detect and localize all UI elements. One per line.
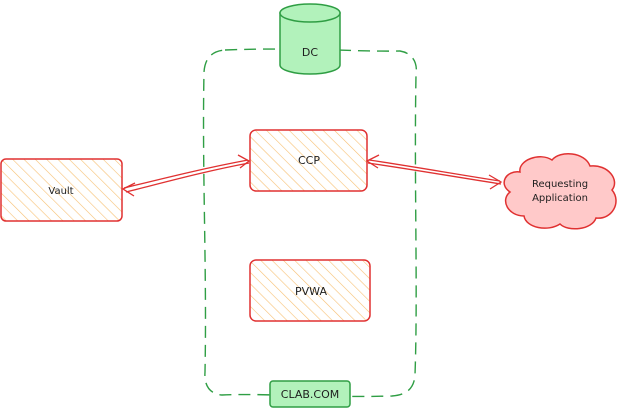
requesting-application-label-line2: Application (532, 193, 588, 204)
dc-database[interactable]: DC (279, 3, 341, 75)
dc-label: DC (302, 46, 318, 59)
ccp-label: CCP (298, 154, 320, 167)
clab-boundary (202, 48, 418, 398)
requesting-application-cloud[interactable]: Requesting Application (503, 153, 617, 230)
requesting-application-label-line1: Requesting (532, 179, 588, 190)
pvwa-label: PVWA (295, 285, 327, 298)
ccp-box[interactable]: CCP (249, 129, 368, 192)
ccp-app-arrow (365, 154, 503, 190)
vault-box[interactable]: Vault (0, 158, 123, 222)
clab-box[interactable]: CLAB.COM (269, 380, 351, 408)
pvwa-box[interactable]: PVWA (249, 259, 371, 322)
vault-ccp-arrow (121, 154, 251, 197)
vault-label: Vault (48, 186, 73, 197)
clab-label: CLAB.COM (281, 388, 339, 401)
